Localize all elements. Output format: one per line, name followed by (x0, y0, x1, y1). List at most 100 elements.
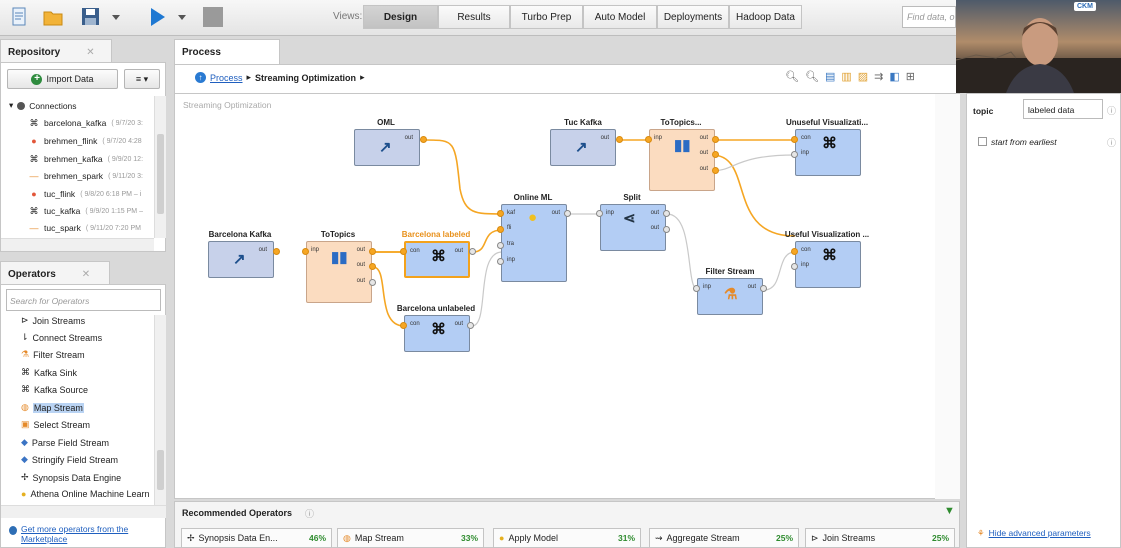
process-tab[interactable]: Process (174, 39, 280, 65)
repository-scrollbar[interactable] (154, 96, 166, 238)
info-icon[interactable]: ⓘ (1107, 106, 1117, 116)
port-dot[interactable] (791, 136, 798, 143)
node-totopics-top[interactable]: ▮▮ inp out out out (649, 129, 715, 191)
port-dot[interactable] (616, 136, 623, 143)
port-dot[interactable] (791, 151, 798, 158)
add-note-icon[interactable]: ▨ (857, 71, 869, 83)
repository-hscrollbar[interactable] (1, 238, 154, 251)
port-dot[interactable] (369, 263, 376, 270)
connection-item[interactable]: ―brehmen_spark( 9/11/20 3: (29, 171, 143, 181)
chevron-down-icon[interactable]: ▼ (944, 505, 955, 517)
auto-wire-icon[interactable]: ⇉ (874, 71, 884, 83)
copy-icon[interactable]: ▤ (824, 71, 836, 83)
node-barcelona-kafka[interactable]: ↗ out (208, 241, 274, 278)
operator-item[interactable]: ⊳Join Streams (21, 315, 85, 326)
close-icon[interactable]: ✕ (86, 47, 95, 58)
open-folder-icon[interactable] (40, 5, 66, 29)
connection-item[interactable]: ―tuc_spark( 9/11/20 7:20 PM (29, 223, 141, 233)
breadcrumb-root-link[interactable]: Process (210, 72, 243, 83)
port-dot[interactable] (467, 322, 474, 329)
port-dot[interactable] (497, 226, 504, 233)
port-dot[interactable] (497, 258, 504, 265)
node-tuc-kafka[interactable]: ↗ out (550, 129, 616, 166)
port-dot[interactable] (791, 263, 798, 270)
port-dot[interactable] (791, 248, 798, 255)
view-tab-deployments[interactable]: Deployments (657, 5, 729, 29)
connection-item[interactable]: ⌘tuc_kafka( 9/9/20 1:15 PM – (29, 206, 143, 216)
operator-item[interactable]: ◆Stringify Field Stream (21, 454, 118, 465)
port-dot[interactable] (693, 285, 700, 292)
operator-item[interactable]: ◆Parse Field Stream (21, 437, 109, 448)
node-split[interactable]: ⋖ inp out out (600, 204, 666, 251)
port-dot[interactable] (400, 322, 407, 329)
stop-icon[interactable] (200, 5, 226, 29)
port-dot[interactable] (497, 242, 504, 249)
port-dot[interactable] (596, 210, 603, 217)
close-icon[interactable]: ✕ (81, 269, 91, 280)
port-dot[interactable] (420, 136, 427, 143)
port-dot[interactable] (712, 167, 719, 174)
port-dot[interactable] (369, 248, 376, 255)
repository-menu-button[interactable]: ≡ ▾ (124, 69, 160, 89)
port-dot[interactable] (400, 248, 407, 255)
port-dot[interactable] (712, 151, 719, 158)
process-canvas[interactable]: Streaming Optimization OML ↗ (174, 93, 960, 499)
connections-folder[interactable]: ▾ Connections (9, 100, 77, 111)
import-data-button[interactable]: + Import Data (7, 69, 118, 89)
view-tab-auto-model[interactable]: Auto Model (583, 5, 657, 29)
operator-item[interactable]: ⚗Filter Stream (21, 349, 85, 360)
run-dropdown-icon[interactable] (172, 5, 192, 29)
connection-item[interactable]: ●tuc_flink( 9/8/20 6:18 PM – i (29, 189, 141, 199)
port-dot[interactable] (712, 136, 719, 143)
paste-icon[interactable]: ▥ (841, 71, 852, 83)
connection-item[interactable]: ⌘barcelona_kafka( 9/7/20 3: (29, 118, 143, 128)
topic-input[interactable]: labeled data (1023, 99, 1103, 119)
operator-search-input[interactable]: Search for Operators (6, 289, 161, 311)
zoom-out-icon[interactable]: 🔍︎ (804, 71, 819, 83)
node-filter-stream[interactable]: ⚗ inp out (697, 278, 763, 315)
port-dot[interactable] (497, 210, 504, 217)
hide-advanced-link[interactable]: Hide advanced parameters (988, 528, 1091, 538)
port-dot[interactable] (663, 210, 670, 217)
port-dot[interactable] (663, 226, 670, 233)
connection-item[interactable]: ●brehmen_flink( 9/7/20 4:28 (29, 136, 141, 146)
run-icon[interactable] (144, 5, 170, 29)
node-online-ml[interactable]: ● kaf fli tra inp out (501, 204, 567, 282)
view-tab-turbo-prep[interactable]: Turbo Prep (510, 5, 583, 29)
port-dot[interactable] (469, 248, 476, 255)
port-dot[interactable] (273, 248, 280, 255)
node-unuseful-visualization[interactable]: ⌘ con inp (795, 129, 861, 176)
grid-icon[interactable]: ⊞ (905, 71, 915, 83)
save-dropdown-icon[interactable] (106, 5, 126, 29)
view-tab-design[interactable]: Design (363, 5, 438, 29)
operators-scrollbar[interactable] (154, 315, 166, 505)
info-icon[interactable]: ⓘ (1107, 138, 1117, 148)
repository-tab[interactable]: Repository✕ (0, 39, 112, 63)
new-process-icon[interactable] (6, 5, 32, 29)
save-icon[interactable] (78, 5, 104, 29)
marketplace-link[interactable]: Get more operators from the Marketplace (20, 524, 129, 544)
operator-item[interactable]: ⇂Connect Streams (21, 332, 102, 343)
port-dot[interactable] (564, 210, 571, 217)
start-earliest-checkbox[interactable] (978, 137, 987, 146)
node-useful-visualization[interactable]: ⌘ con inp (795, 241, 861, 288)
port-dot[interactable] (302, 248, 309, 255)
up-arrow-icon[interactable]: ↑ (195, 72, 206, 83)
connection-item[interactable]: ⌘brehmen_kafka( 9/9/20 12: (29, 154, 144, 164)
recommended-item[interactable]: ✢Synopsis Data En...46% (181, 528, 332, 548)
port-dot[interactable] (369, 279, 376, 286)
info-icon[interactable]: ⓘ (305, 509, 315, 519)
node-totopics[interactable]: ▮▮ inp out out out (306, 241, 372, 303)
node-oml[interactable]: ↗ out (354, 129, 420, 166)
layout-icon[interactable]: ◧ (889, 71, 900, 83)
operator-item[interactable]: ✢Synopsis Data Engine (21, 472, 121, 483)
find-data-input[interactable]: Find data, o (902, 6, 956, 28)
node-barcelona-unlabeled[interactable]: ⌘ con out (404, 315, 470, 352)
operator-item[interactable]: ⌘Kafka Source (21, 384, 88, 395)
operator-item[interactable]: ⌘Kafka Sink (21, 367, 77, 378)
view-tab-results[interactable]: Results (438, 5, 510, 29)
zoom-in-icon[interactable]: 🔍︎ (785, 71, 799, 83)
